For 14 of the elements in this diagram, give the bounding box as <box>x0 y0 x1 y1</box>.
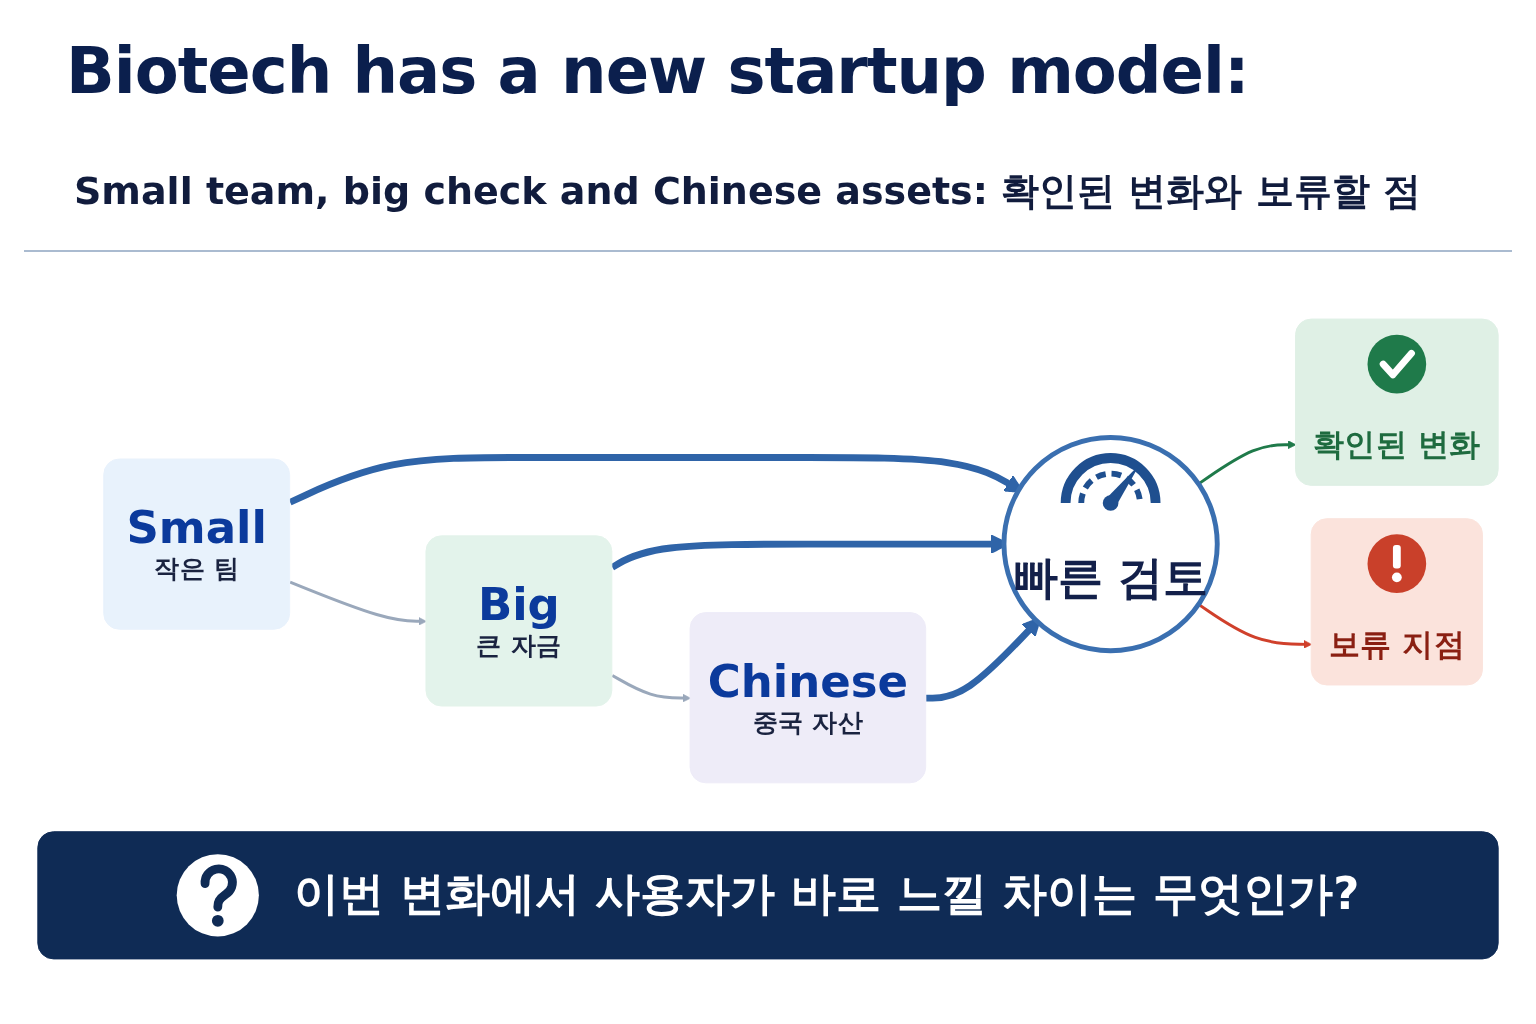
node-box: 보류 지점 <box>1310 518 1483 686</box>
arrow <box>926 617 1042 702</box>
arrow <box>1197 440 1297 486</box>
arrow <box>1197 603 1313 649</box>
subtitle: Small team, big check and Chinese assets: 확인된 변화와 보류할 점 <box>74 168 1421 215</box>
arrow <box>611 674 691 703</box>
arrow <box>289 580 427 626</box>
node-box: 확인된 변화 <box>1295 318 1499 486</box>
title: Biotech has a new startup model: <box>66 34 1249 108</box>
node-circle: 빠른 검토 <box>1001 435 1220 654</box>
node-box: Small 작은 팀 <box>103 458 291 630</box>
node-box: 이번 변화에서 사용자가 바로 느낄 차이는 무엇인가? <box>37 831 1499 960</box>
node-box: Chinese 중국 자산 <box>689 612 927 784</box>
node-box: Big 큰 자금 <box>425 535 613 707</box>
